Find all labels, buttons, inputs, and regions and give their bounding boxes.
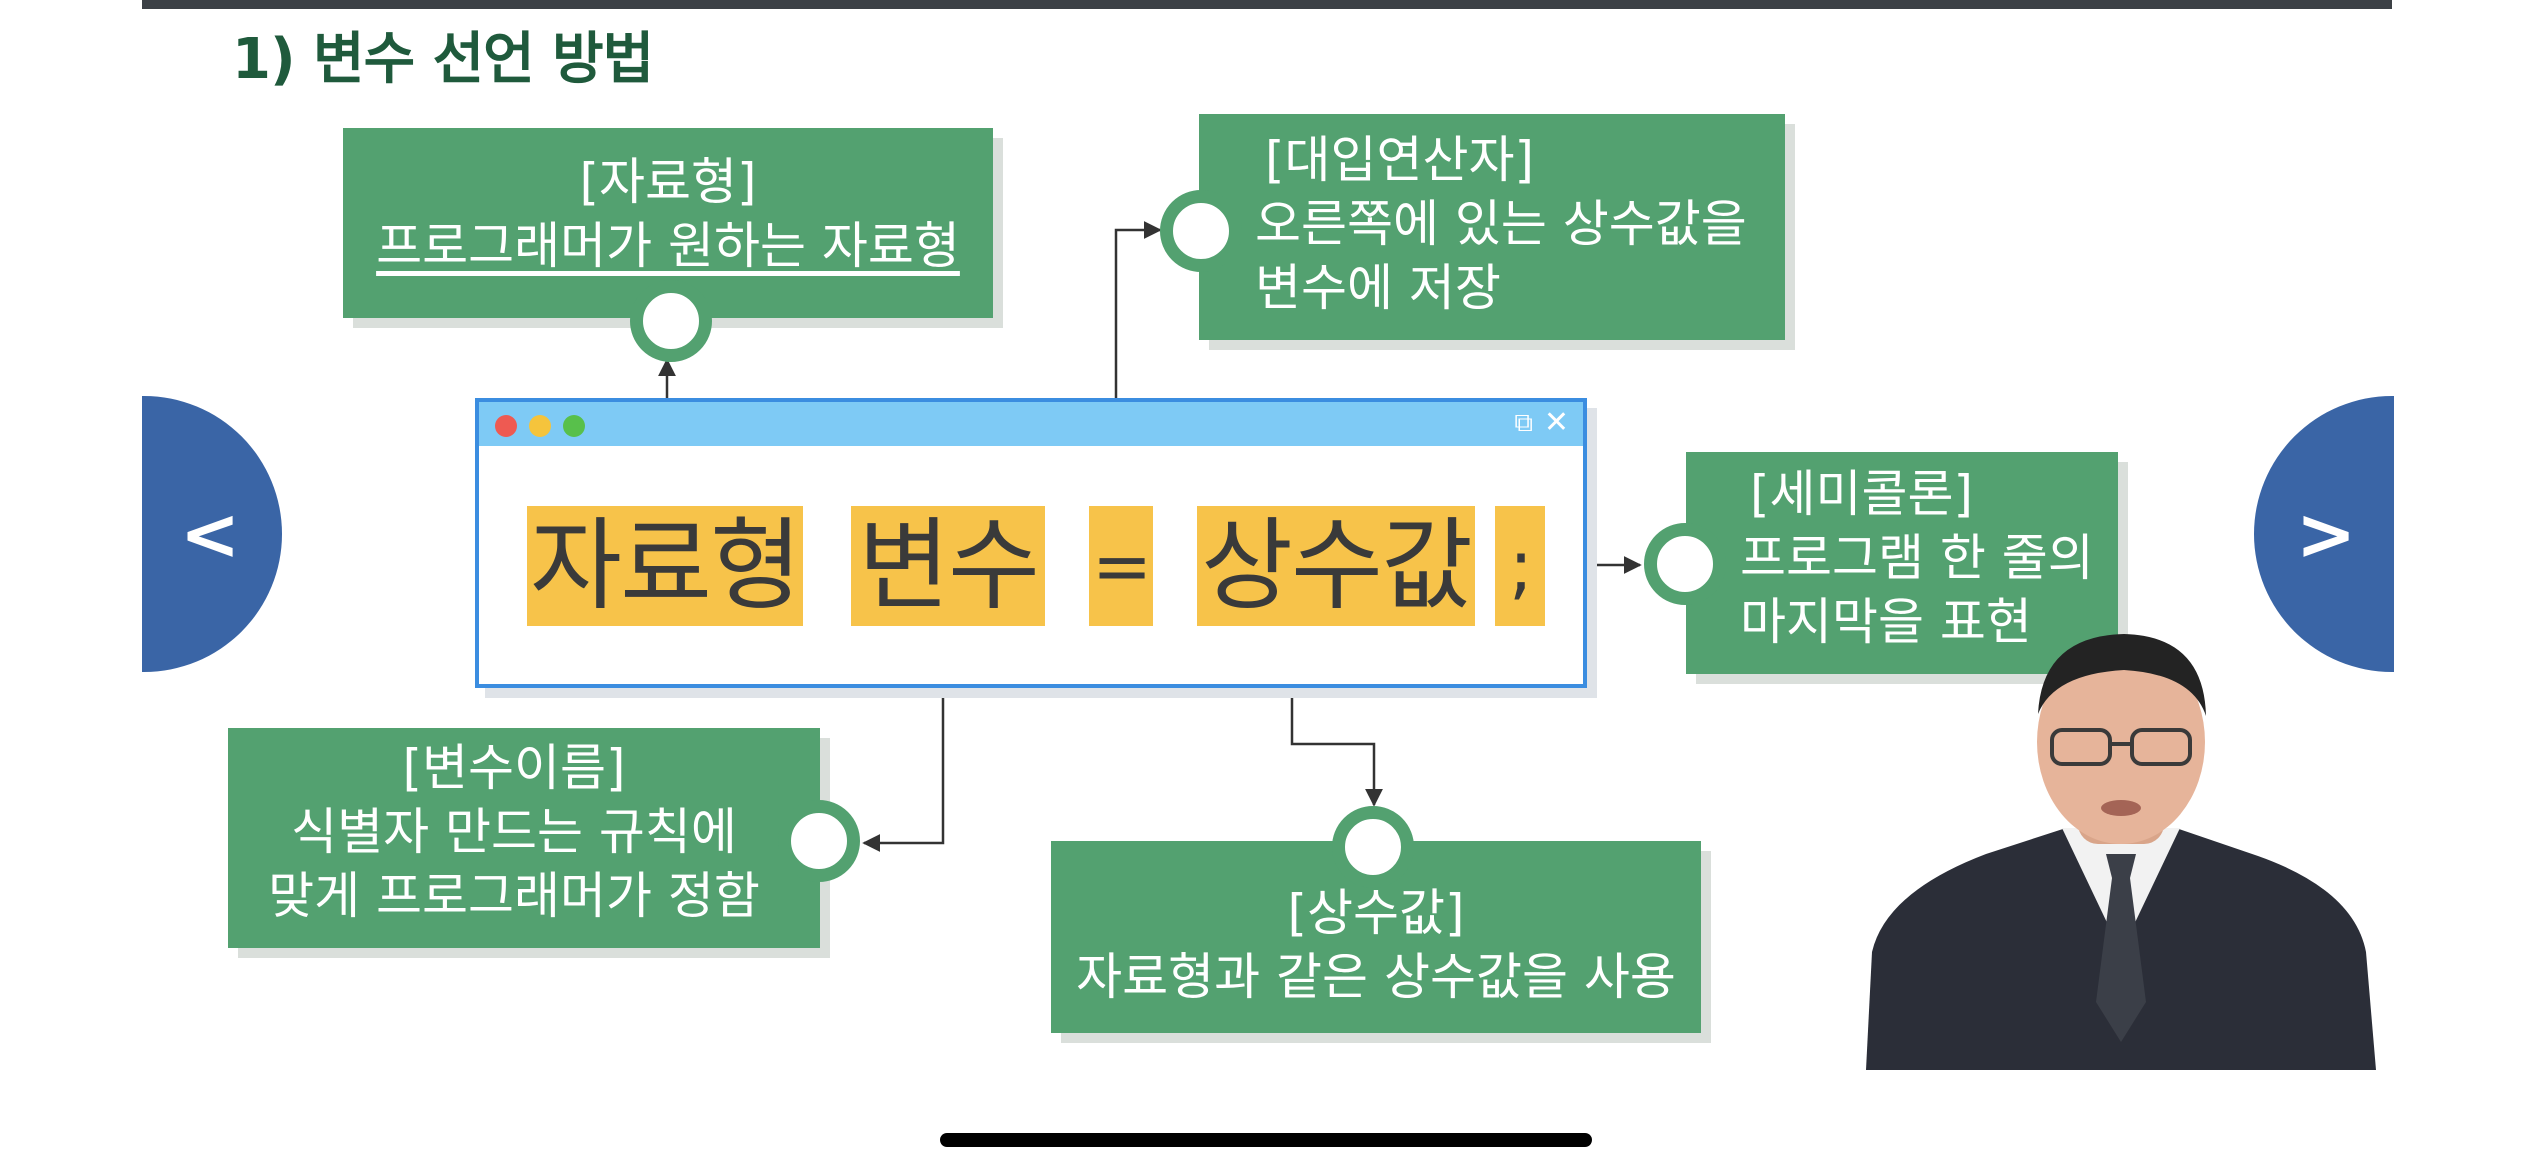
semicolon-connector-icon	[1644, 523, 1726, 605]
callout-semicolon: [세미콜론] 프로그램 한 줄의 마지막을 표현	[1686, 452, 2118, 674]
close-icon: ✕	[1543, 405, 1569, 440]
callout-constant-line-1: 자료형과 같은 상수값을 사용	[1076, 948, 1676, 1006]
token-assign: =	[1089, 506, 1153, 626]
slide-title: 1) 변수 선언 방법	[232, 27, 654, 92]
callout-constant-heading: [상수값]	[1287, 884, 1465, 942]
callout-semicolon-heading: [세미콜론]	[1750, 465, 1974, 523]
video-top-bar	[142, 0, 2392, 9]
presenter-mouth	[2101, 800, 2141, 816]
callout-assignment: [대입연산자] 오른쪽에 있는 상수값을 변수에 저장	[1199, 114, 1785, 340]
callout-assignment-heading: [대입연산자]	[1265, 131, 1535, 189]
token-variable: 변수	[851, 506, 1045, 626]
presenter-glasses-left	[2050, 728, 2112, 766]
callout-varname: [변수이름] 식별자 만드는 규칙에 맞게 프로그래머가 정함	[228, 728, 820, 948]
presenter-video	[1866, 634, 2376, 1070]
callout-varname-heading: [변수이름]	[402, 739, 626, 797]
callout-assignment-line-1: 오른쪽에 있는 상수값을	[1255, 195, 1747, 253]
presenter-hair	[2038, 634, 2206, 716]
callout-semicolon-line-1: 프로그램 한 줄의	[1740, 529, 2094, 587]
token-constant: 상수값	[1197, 506, 1475, 626]
datatype-connector-icon	[630, 280, 712, 362]
callout-varname-line-2: 맞게 프로그래머가 정함	[268, 867, 760, 925]
constant-connector-icon	[1332, 806, 1414, 888]
callout-datatype-text: 프로그래머가 원하는 자료형	[376, 217, 960, 275]
presenter-glasses-right	[2130, 728, 2192, 766]
home-indicator[interactable]	[940, 1133, 1592, 1147]
callout-datatype-heading: [자료형]	[579, 153, 757, 211]
callout-semicolon-line-2: 마지막을 표현	[1740, 593, 2032, 651]
token-datatype: 자료형	[527, 506, 803, 626]
callout-assignment-line-2: 변수에 저장	[1255, 259, 1501, 317]
next-slide-label: >	[2295, 492, 2357, 576]
code-window: ⧉ ✕ 자료형 변수 = 상수값 ;	[475, 398, 1587, 688]
window-minimize-dot-icon	[529, 415, 551, 437]
previous-slide-button[interactable]: <	[142, 396, 282, 672]
presenter-tie	[2096, 854, 2146, 1042]
code-window-titlebar: ⧉ ✕	[479, 402, 1583, 446]
callout-varname-line-1: 식별자 만드는 규칙에	[291, 803, 737, 861]
token-semicolon: ;	[1495, 506, 1545, 626]
previous-slide-label: <	[179, 492, 241, 576]
window-maximize-dot-icon	[563, 415, 585, 437]
varname-connector-icon	[778, 800, 860, 882]
window-close-dot-icon	[495, 415, 517, 437]
restore-icon: ⧉	[1514, 408, 1533, 438]
assignment-connector-icon	[1160, 190, 1242, 272]
